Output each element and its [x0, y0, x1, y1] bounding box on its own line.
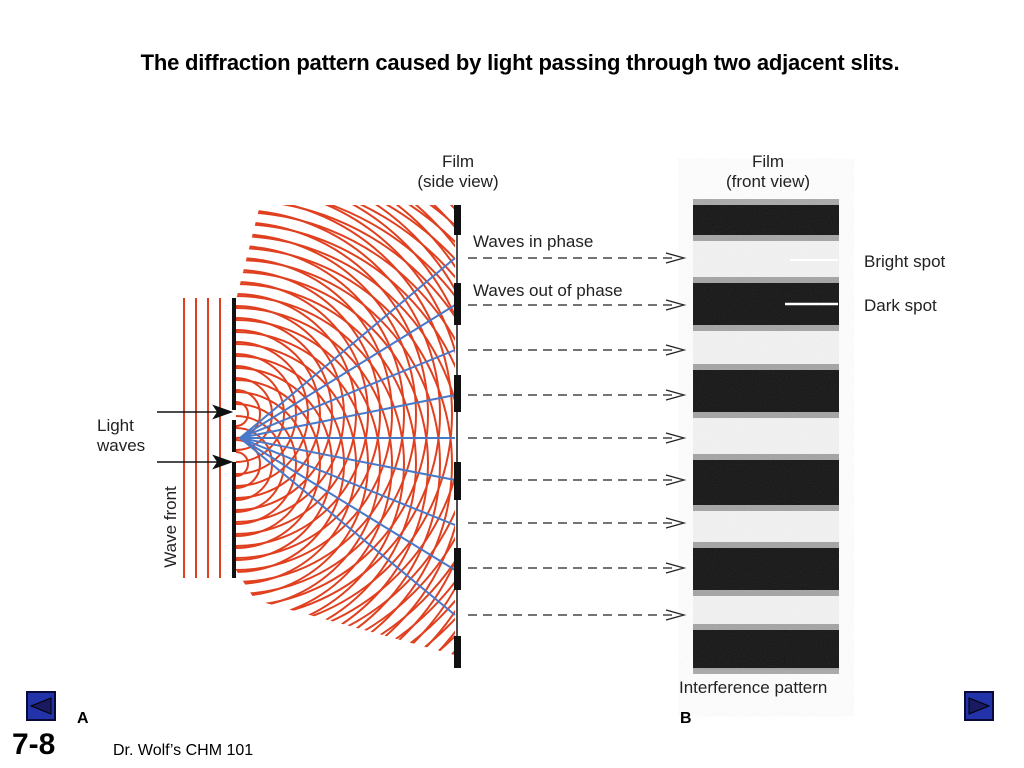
ray-line: [239, 304, 456, 439]
wave-arc: [236, 205, 455, 655]
wave-arc: [236, 341, 309, 487]
dark-spot-label: Dark spot: [864, 296, 937, 315]
arrow-head: [665, 609, 687, 621]
wave-arc: [236, 379, 321, 549]
wave-arc: [236, 307, 393, 621]
slide-number: 7-8: [12, 728, 56, 761]
wave-arc: [236, 389, 261, 439]
slide-title: The diffraction pattern caused by light …: [140, 50, 900, 75]
arrow-head: [665, 474, 687, 486]
light-waves-label-line1: Light: [97, 416, 134, 435]
previous-slide-button[interactable]: [26, 691, 56, 721]
light-waves-arrows: [157, 404, 234, 470]
film-dark-segment: [454, 636, 461, 668]
wave-arc: [236, 269, 381, 559]
wave-arc: [236, 377, 273, 451]
wave-arc: [236, 205, 453, 631]
waves-out-of-phase-label: Waves out of phase: [473, 281, 623, 300]
wave-arc: [236, 391, 309, 537]
interference-rays: [239, 257, 456, 616]
wave-arc: [236, 209, 441, 619]
light-waves-label-line2: waves: [97, 436, 146, 455]
wave-arc: [236, 247, 453, 655]
ray-line: [239, 257, 456, 439]
film-front-label-line1: Film: [751, 152, 785, 171]
wave-arc: [236, 205, 455, 655]
wave-arc: [236, 271, 429, 655]
film-dark-segment: [454, 462, 461, 500]
arrow-head: [665, 562, 687, 574]
wave-front-label: Wave front: [161, 486, 180, 568]
projection-arrows: [468, 252, 687, 621]
ray-line: [239, 437, 456, 571]
film-side-view: [454, 205, 461, 668]
incoming-wave-fronts: [183, 298, 221, 578]
next-slide-button[interactable]: [964, 691, 994, 721]
wave-arc: [236, 439, 261, 489]
wave-arc: [236, 329, 321, 499]
arrow-head: [665, 299, 687, 311]
wave-arc: [236, 343, 357, 585]
arrow-head: [665, 517, 687, 529]
panel-b-letter: B: [680, 710, 692, 727]
interference-pattern-caption: Interference pattern: [679, 678, 828, 697]
circular-waves: [236, 205, 455, 655]
ray-line: [239, 349, 456, 439]
ray-line: [239, 437, 456, 526]
film-front-label: Film (front view): [713, 152, 823, 192]
film-front-label-line2: (front view): [725, 172, 811, 191]
film-side-label-line1: Film: [441, 152, 475, 171]
film-dark-segment: [454, 205, 461, 235]
waves-in-phase-label: Waves in phase: [473, 232, 594, 251]
band-fade: [693, 668, 839, 674]
bright-spot-label: Bright spot: [864, 252, 946, 271]
wave-arc: [236, 401, 249, 427]
wave-arc: [236, 205, 455, 655]
ray-line: [239, 437, 456, 616]
wave-arc: [236, 259, 441, 655]
panel-a-letter: A: [77, 710, 89, 727]
film-side-label-line2: (side view): [417, 172, 499, 191]
film-front-view: [693, 199, 839, 674]
footer-text: Dr. Wolf’s CHM 101: [113, 742, 254, 759]
wave-arc: [236, 367, 333, 561]
triangle-right-icon: [968, 697, 990, 715]
ray-line: [239, 394, 456, 439]
arrow-head: [665, 344, 687, 356]
arrow-head: [665, 432, 687, 444]
wave-arc: [236, 451, 249, 477]
wave-arc: [236, 221, 429, 607]
film-dark-segment: [454, 548, 461, 590]
band-fade: [693, 199, 839, 205]
wave-arc: [236, 281, 369, 547]
wave-arc: [236, 233, 417, 595]
wave-arc: [236, 365, 285, 463]
wave-arc: [236, 245, 405, 583]
film-side-label: Film (side view): [408, 152, 508, 192]
triangle-left-icon: [30, 697, 52, 715]
arrow-head: [665, 252, 687, 264]
arrow-head: [665, 389, 687, 401]
wave-arc: [236, 257, 393, 571]
wave-arc: [236, 205, 455, 655]
light-waves-label: Light waves: [97, 416, 145, 456]
wave-arc: [236, 319, 381, 609]
wave-arc: [236, 211, 455, 655]
wave-arc: [236, 403, 297, 525]
film-dark-segment: [454, 375, 461, 412]
wave-arc: [236, 283, 417, 645]
wave-arc: [236, 295, 405, 633]
film-dark-segment: [454, 283, 461, 325]
ray-line: [239, 437, 456, 481]
wave-arc: [236, 355, 345, 573]
